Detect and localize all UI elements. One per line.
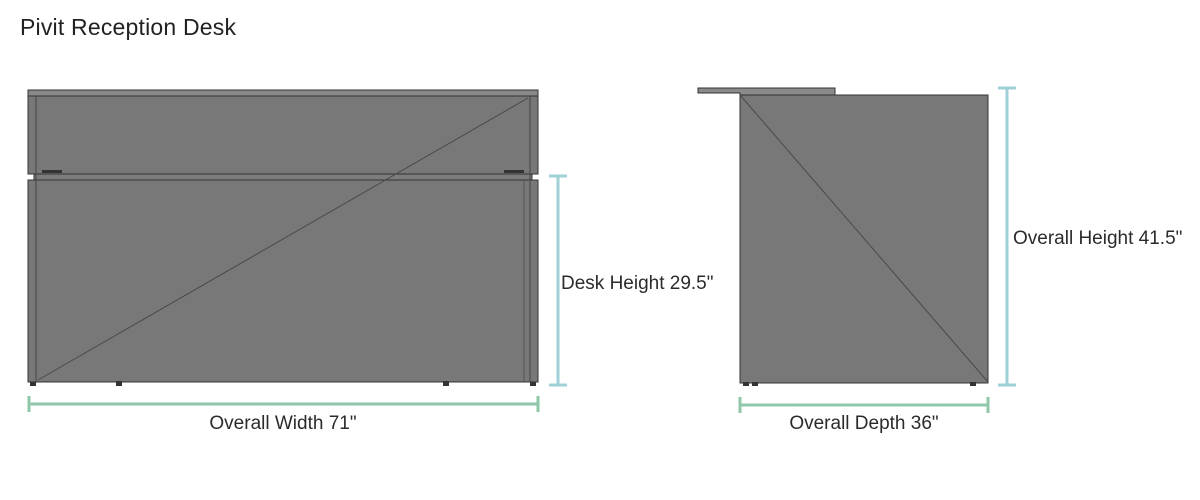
front-right-bracket	[504, 170, 524, 173]
overall-width-label: Overall Width 71"	[209, 413, 356, 434]
desk-height-label: Desk Height 29.5"	[561, 273, 714, 294]
front-foot-2	[116, 381, 122, 386]
front-upper-panel	[27, 95, 539, 175]
side-foot-1	[743, 382, 749, 386]
side-foot-3	[970, 382, 976, 386]
side-view	[697, 87, 989, 386]
page-title: Pivit Reception Desk	[20, 14, 237, 40]
side-transaction-top	[697, 87, 836, 96]
desk-height-dimension	[549, 174, 567, 387]
front-lower-panel	[27, 179, 539, 383]
front-desk-surface	[33, 173, 533, 181]
front-foot-4	[530, 382, 536, 386]
front-foot-3	[443, 381, 449, 386]
front-diagonal-reflection	[37, 97, 529, 381]
overall-depth-dimension	[738, 397, 990, 413]
front-left-bracket	[42, 170, 62, 173]
side-foot-2	[752, 382, 758, 386]
side-diagonal-reflection	[739, 94, 989, 383]
front-transaction-top	[27, 89, 539, 97]
overall-height-dimension	[998, 86, 1016, 387]
overall-depth-label: Overall Depth 36"	[789, 413, 938, 434]
front-foot-1	[30, 382, 36, 386]
overall-width-dimension	[27, 396, 540, 412]
front-view	[27, 89, 539, 386]
overall-height-label: Overall Height 41.5"	[1013, 228, 1182, 249]
